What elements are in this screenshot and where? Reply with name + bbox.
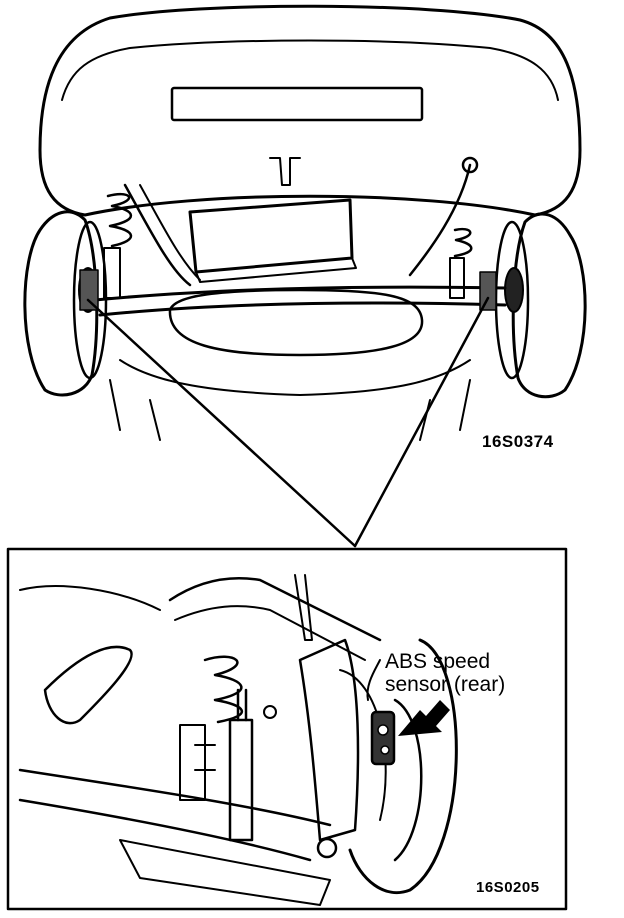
detail-axle-beam — [18, 768, 332, 862]
callout-line-1: ABS speed — [385, 650, 491, 673]
shock-absorber — [228, 688, 254, 842]
arrow-pointer-icon — [398, 700, 450, 736]
figure-code-detail: 16S0205 — [476, 879, 540, 896]
callout-line-2: sensor (rear) — [385, 673, 506, 696]
callout-label: ABS speed sensor (rear) — [385, 650, 505, 696]
detail-frame — [6, 547, 568, 911]
rear-right-tire — [494, 212, 587, 399]
arm-bushing — [316, 837, 338, 859]
leader-line-right — [353, 296, 490, 548]
rear-bumper — [38, 4, 582, 217]
leader-line-left — [86, 298, 357, 548]
detail-coil-spring — [203, 655, 243, 724]
rear-axle-beam — [93, 285, 507, 317]
left-coil-spring — [103, 192, 133, 299]
figure-code-overview: 16S0374 — [482, 432, 554, 451]
fuel-tank — [168, 288, 424, 357]
right-coil-spring — [449, 227, 473, 299]
muffler — [188, 198, 354, 274]
brake-drum — [348, 638, 458, 895]
abs-speed-sensor — [366, 659, 396, 766]
car-underside-illustration — [23, 4, 587, 441]
hub-detail-illustration — [18, 574, 458, 906]
license-plate-recess — [170, 86, 424, 122]
